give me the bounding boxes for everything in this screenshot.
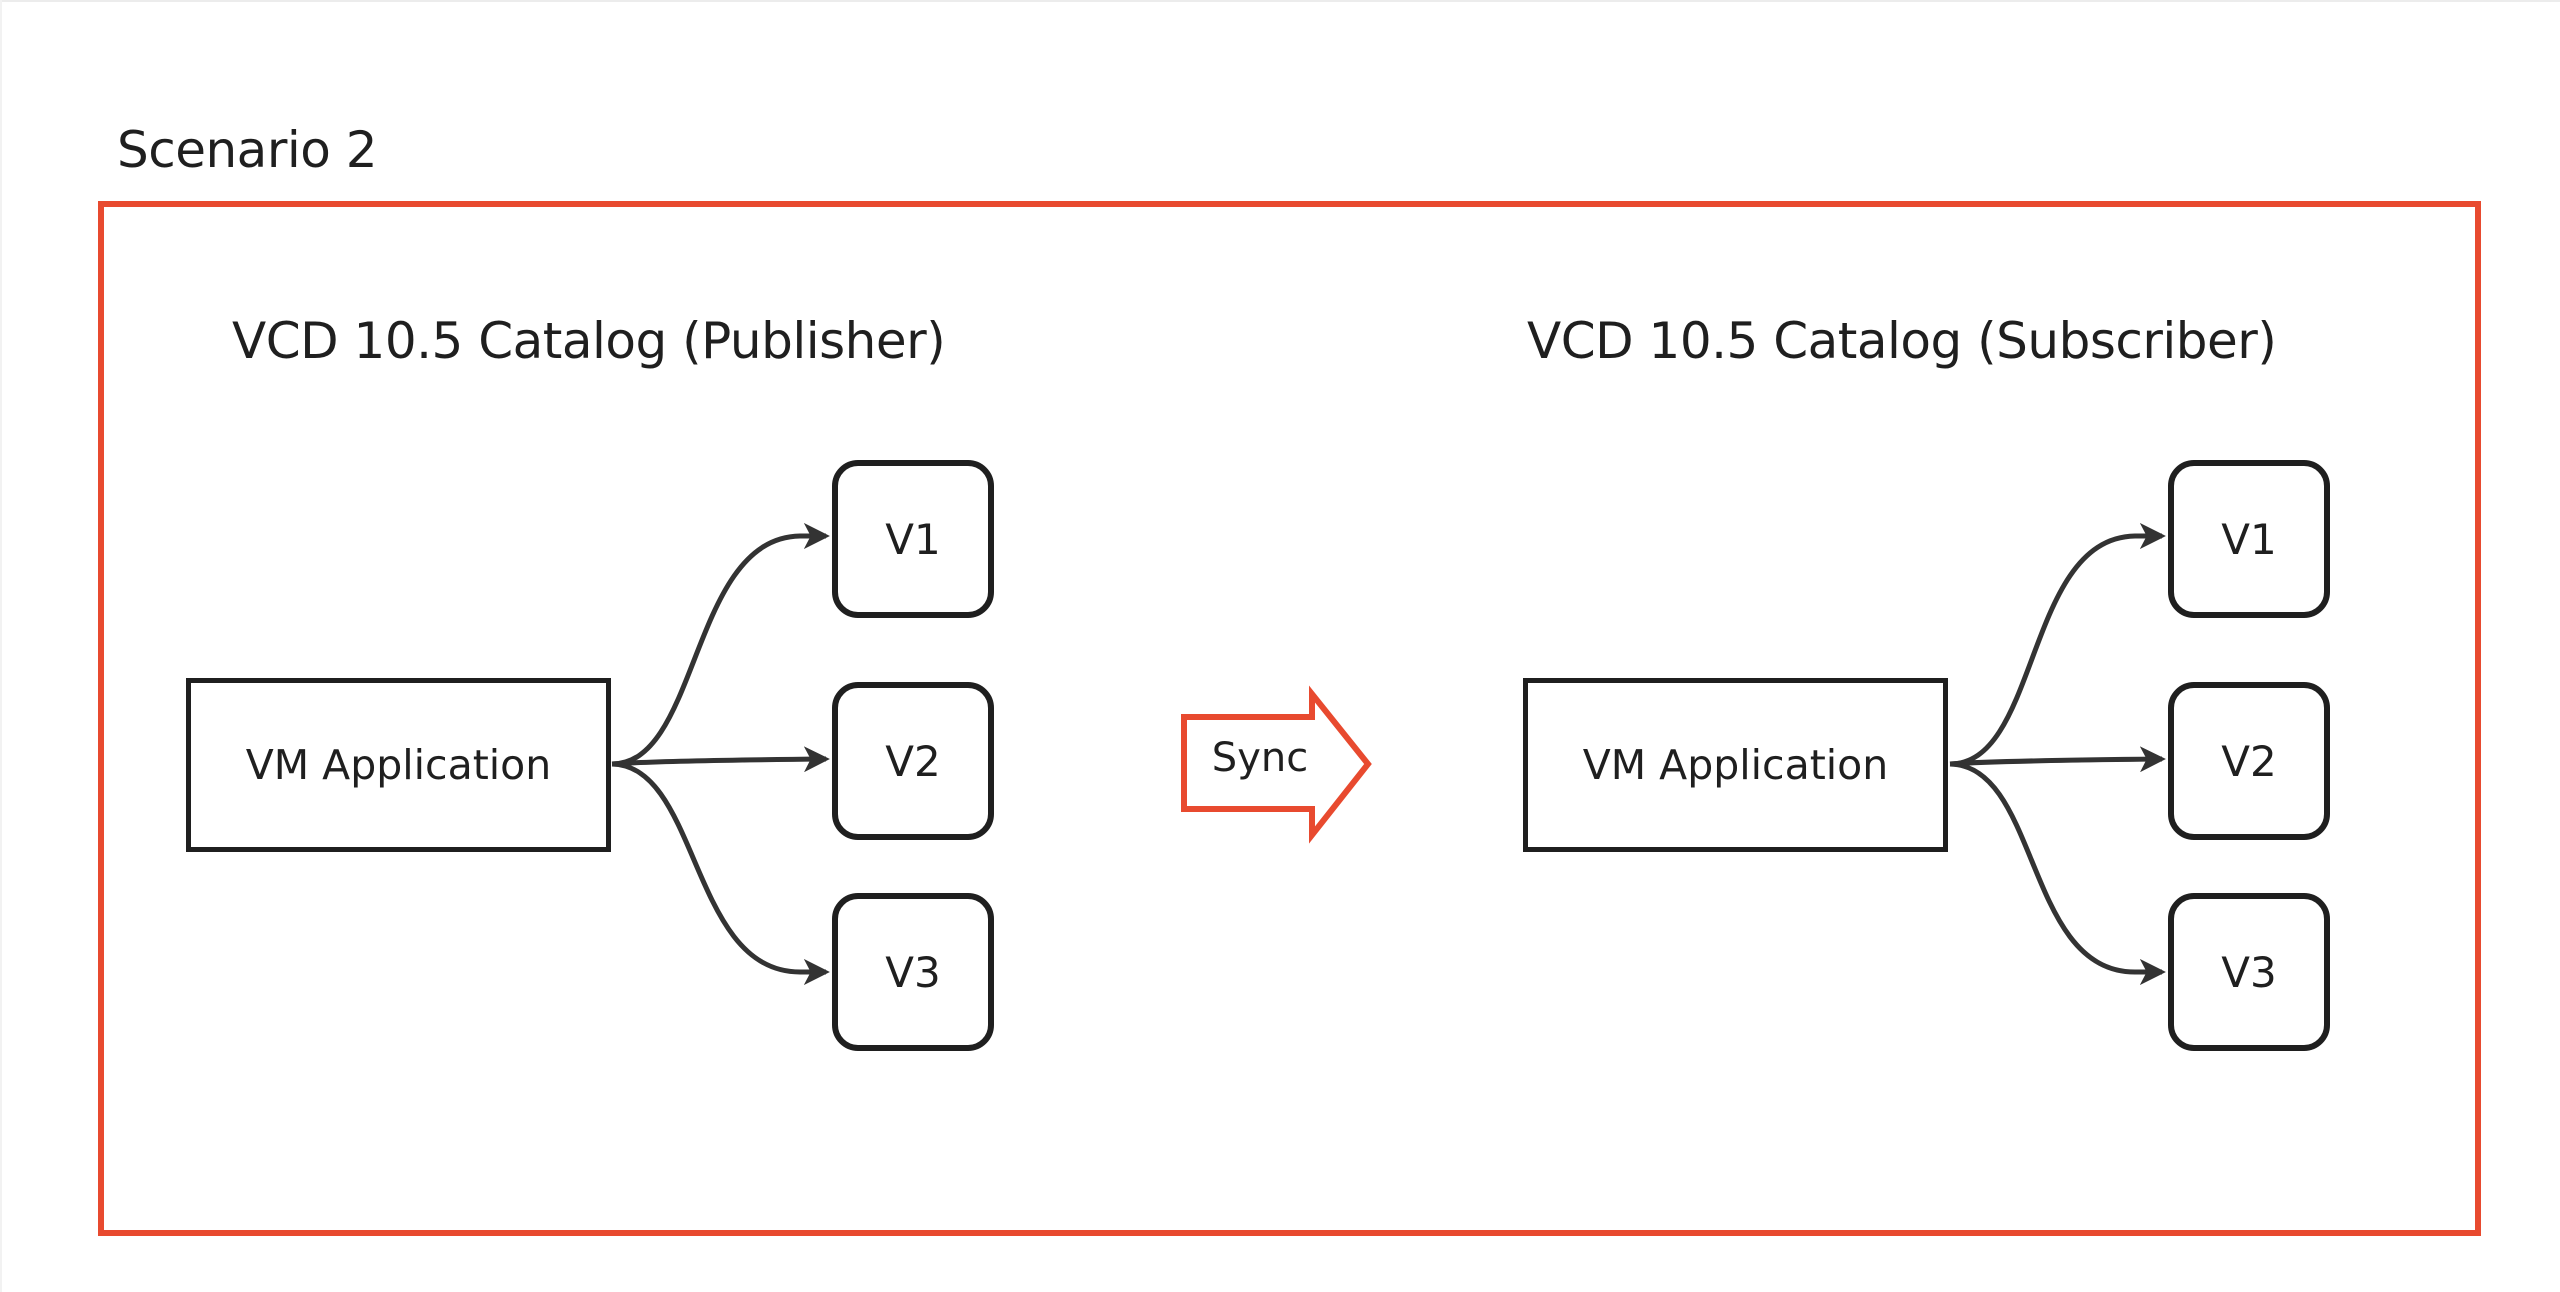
top-border xyxy=(0,0,2560,2)
version-label: V1 xyxy=(885,514,941,564)
subscriber-vm-application-node[interactable]: VM Application xyxy=(1523,678,1948,852)
publisher-catalog-title: VCD 10.5 Catalog (Publisher) xyxy=(232,312,946,370)
version-label: V2 xyxy=(885,736,941,786)
version-label: V1 xyxy=(2221,514,2277,564)
subscriber-version-node-v2[interactable]: V2 xyxy=(2168,682,2330,840)
publisher-version-node-v3[interactable]: V3 xyxy=(832,893,994,1051)
version-label: V2 xyxy=(2221,736,2277,786)
version-label: V3 xyxy=(885,947,941,997)
left-border xyxy=(0,0,2,1292)
publisher-vm-application-node[interactable]: VM Application xyxy=(186,678,611,852)
subscriber-version-node-v1[interactable]: V1 xyxy=(2168,460,2330,618)
subscriber-version-node-v3[interactable]: V3 xyxy=(2168,893,2330,1051)
publisher-version-node-v2[interactable]: V2 xyxy=(832,682,994,840)
scenario-frame xyxy=(98,201,2481,1236)
publisher-version-node-v1[interactable]: V1 xyxy=(832,460,994,618)
scenario-title: Scenario 2 xyxy=(117,121,378,179)
publisher-vm-application-label: VM Application xyxy=(245,741,552,789)
subscriber-vm-application-label: VM Application xyxy=(1582,741,1889,789)
sync-label: Sync xyxy=(1211,735,1309,781)
subscriber-catalog-title: VCD 10.5 Catalog (Subscriber) xyxy=(1527,312,2277,370)
version-label: V3 xyxy=(2221,947,2277,997)
